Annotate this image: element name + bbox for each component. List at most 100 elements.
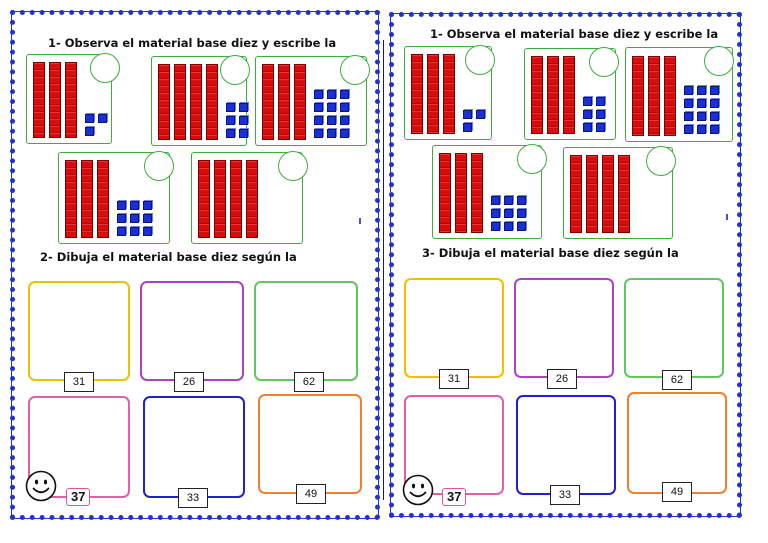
unit-cube (85, 127, 94, 136)
unit-cube (710, 86, 719, 95)
ten-rod (570, 155, 582, 233)
ten-rod (246, 160, 258, 238)
unit-cube (314, 103, 323, 112)
unit-cube (239, 103, 248, 112)
unit-cube (710, 99, 719, 108)
unit-cube (697, 112, 706, 121)
draw-box[interactable] (514, 278, 614, 378)
unit-cube (117, 227, 126, 236)
base-ten-bank (26, 53, 120, 144)
smiley-icon (25, 470, 57, 502)
unit-cube (583, 123, 592, 132)
number-label: 26 (174, 372, 204, 392)
number-label: 33 (550, 485, 580, 505)
unit-cube (517, 209, 526, 218)
ten-rod (65, 160, 77, 238)
draw-box[interactable] (624, 278, 724, 378)
answer-circle[interactable] (90, 53, 120, 83)
number-label: 33 (178, 488, 208, 508)
answer-circle[interactable] (278, 151, 308, 181)
ten-rod (158, 64, 170, 140)
unit-cube (476, 110, 485, 119)
unit-cube (504, 196, 513, 205)
base-ten-bank (432, 144, 547, 239)
answer-circle[interactable] (465, 45, 495, 75)
draw-box[interactable] (627, 392, 727, 494)
number-label: 31 (64, 372, 94, 392)
number-label: 26 (547, 369, 577, 389)
unit-cube (596, 123, 605, 132)
answer-circle[interactable] (220, 55, 250, 85)
unit-cube (463, 110, 472, 119)
draw-box[interactable] (404, 278, 504, 378)
unit-cube (710, 125, 719, 134)
unit-cube (327, 103, 336, 112)
ten-rod (443, 54, 455, 134)
number-label: 62 (294, 372, 324, 392)
ten-rod (531, 56, 543, 134)
unit-cube (697, 125, 706, 134)
base-ten-bank (563, 146, 676, 239)
answer-circle[interactable] (646, 146, 676, 176)
answer-circle[interactable] (517, 144, 547, 174)
draw-box[interactable] (516, 395, 616, 495)
unit-cube (226, 116, 235, 125)
unit-cube (143, 227, 152, 236)
answer-circle[interactable] (144, 151, 174, 181)
answer-circle[interactable] (340, 55, 370, 85)
base-ten-bank (255, 55, 370, 146)
unit-cube (327, 129, 336, 138)
unit-cube (130, 201, 139, 210)
ten-rod (97, 160, 109, 238)
ten-rod (49, 62, 61, 138)
ten-rod (174, 64, 186, 140)
heading-observe: 1- Observa el material base diez y escri… (48, 36, 337, 50)
unit-cube (684, 99, 693, 108)
unit-cube (340, 116, 349, 125)
heading-draw: 2- Dibuja el material base diez según la (40, 250, 297, 264)
page-number: 37 (66, 488, 91, 506)
ten-rod (262, 64, 274, 140)
unit-cube (596, 97, 605, 106)
answer-circle[interactable] (589, 47, 619, 77)
page-number: 37 (442, 488, 467, 506)
unit-cube (697, 99, 706, 108)
unit-cube (239, 129, 248, 138)
unit-cube (583, 97, 592, 106)
unit-cube (710, 112, 719, 121)
ten-rod (563, 56, 575, 134)
draw-box[interactable] (28, 281, 130, 381)
unit-cube (314, 90, 323, 99)
unit-cube (517, 196, 526, 205)
ten-rod (632, 56, 644, 136)
draw-box[interactable] (143, 396, 245, 498)
unit-cube (314, 129, 323, 138)
draw-box[interactable] (254, 281, 358, 381)
unit-cube (143, 214, 152, 223)
unit-cube (98, 114, 107, 123)
page-divider (383, 40, 384, 500)
draw-box[interactable] (140, 281, 244, 381)
heading-draw: 3- Dibuja el material base diez según la (422, 246, 679, 260)
unit-cube (130, 214, 139, 223)
base-ten-bank (524, 47, 619, 140)
base-ten-bank (404, 45, 495, 140)
number-label: 62 (662, 370, 692, 390)
unit-cube (117, 214, 126, 223)
answer-circle[interactable] (704, 46, 734, 76)
unit-cube (491, 196, 500, 205)
base-ten-bank (191, 151, 308, 244)
unit-cube (491, 209, 500, 218)
unit-cube (684, 125, 693, 134)
base-ten-bank (151, 55, 250, 146)
ten-rod (648, 56, 660, 136)
base-ten-bank (625, 46, 734, 142)
ten-rod (618, 155, 630, 233)
unit-cube (226, 103, 235, 112)
number-label: 49 (662, 482, 692, 502)
unit-cube (130, 227, 139, 236)
unit-cube (463, 123, 472, 132)
ten-rod (586, 155, 598, 233)
unit-cube (239, 116, 248, 125)
draw-box[interactable] (258, 394, 362, 494)
